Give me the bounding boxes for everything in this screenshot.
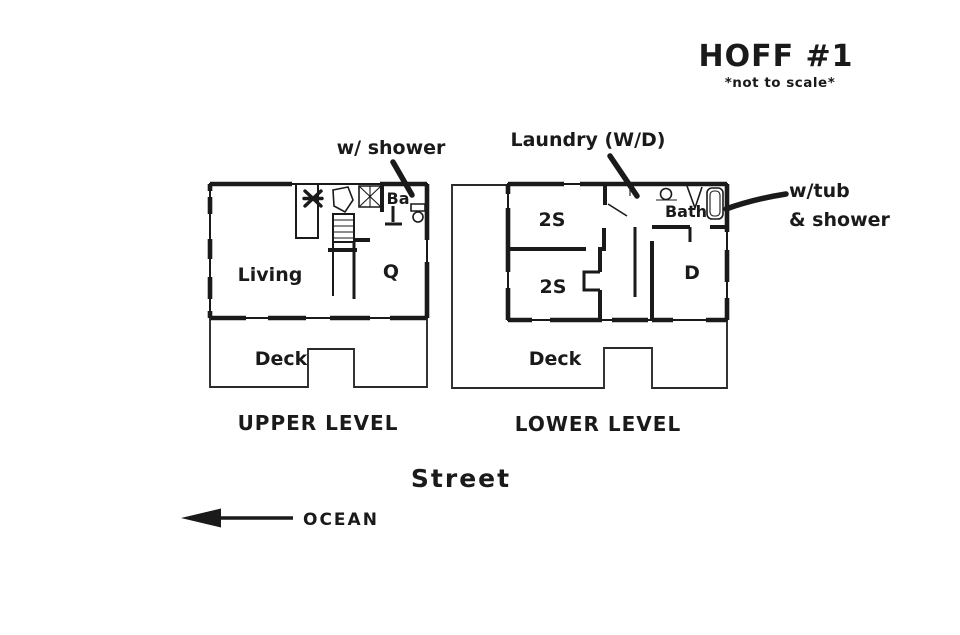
tub-annotation-line1: w/tub	[789, 180, 850, 202]
lower-level-caption: LOWER LEVEL	[515, 412, 681, 436]
room-label-double: D	[684, 262, 700, 284]
kitchen-counter	[295, 184, 319, 239]
door-swing-icon	[686, 185, 703, 211]
room-label-ba: Ba	[387, 189, 410, 208]
skylight-hatch-icon	[358, 185, 382, 208]
ocean-compass: OCEAN	[181, 508, 379, 530]
ocean-label: OCEAN	[303, 510, 379, 530]
shower-annotation: w/ shower	[337, 137, 446, 159]
room-label-deck-upper: Deck	[255, 348, 308, 370]
site-labels: Street OCEAN	[181, 464, 511, 530]
title-block: HOFF #1 *not to scale*	[698, 39, 853, 91]
room-label-living: Living	[238, 264, 303, 286]
ocean-arrow-head-icon	[181, 508, 221, 528]
laundry-annotation-arrow	[607, 153, 640, 199]
lower-level-plan: 2S 2S Bath D Deck LOWER LEVEL Laundry (W…	[451, 129, 891, 436]
tub-annotation-arrow	[723, 191, 789, 212]
laundry-closet	[607, 184, 631, 217]
closet-nook	[582, 270, 600, 292]
toilet-bowl-icon	[412, 211, 424, 223]
tub-inner-icon	[709, 190, 721, 217]
upper-level-caption: UPPER LEVEL	[238, 411, 399, 435]
stairs-treads-icon	[333, 219, 354, 239]
lower-deck-outline	[451, 184, 728, 389]
room-label-2s-bottom: 2S	[540, 276, 567, 298]
kitchen-area	[295, 184, 357, 299]
street-label: Street	[411, 464, 511, 493]
door-swing-icon	[607, 203, 628, 217]
lower-bath-fixtures	[656, 185, 724, 220]
room-label-deck-lower: Deck	[529, 348, 582, 370]
upper-thick-walls	[207, 181, 430, 321]
tub-icon	[706, 187, 724, 220]
stove-icon	[302, 189, 324, 208]
toilet-tank-icon	[410, 203, 426, 212]
laundry-annotation: Laundry (W/D)	[511, 129, 666, 151]
room-label-2s-top: 2S	[539, 209, 566, 231]
upper-bath-area	[355, 184, 426, 242]
shower-annotation-arrow	[390, 159, 415, 198]
room-label-bath: Bath	[665, 202, 707, 221]
upper-level-plan: Living Q Ba Deck UPPER LEVEL w/ shower	[207, 137, 446, 435]
page-title: HOFF #1	[698, 39, 853, 74]
scale-note: *not to scale*	[725, 75, 836, 91]
tub-annotation-line2: & shower	[789, 209, 891, 231]
door-swing-icon	[332, 186, 354, 214]
upper-deck-outline	[209, 318, 428, 388]
sink-icon	[659, 187, 673, 201]
lower-interior-walls	[508, 184, 727, 320]
room-label-queen: Q	[383, 261, 399, 283]
